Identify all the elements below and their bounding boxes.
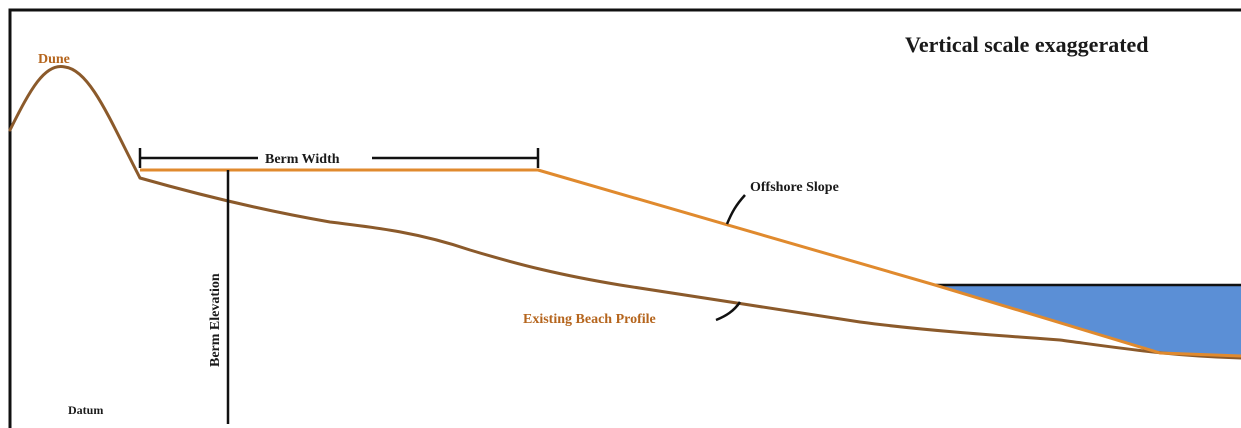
existing-beach-profile-line xyxy=(8,64,1241,360)
datum-label: Datum xyxy=(68,403,103,417)
berm-width-dimension xyxy=(138,148,540,168)
diagram-title: Vertical scale exaggerated xyxy=(905,32,1149,57)
water-body xyxy=(935,285,1241,356)
berm-elevation-label: Berm Elevation xyxy=(208,273,223,367)
offshore-slope-label: Offshore Slope xyxy=(750,180,839,195)
existing-beach-profile-label: Existing Beach Profile xyxy=(523,312,656,327)
berm-width-label: Berm Width xyxy=(265,152,340,167)
offshore-slope-leader xyxy=(725,194,746,225)
offshore-slope-line xyxy=(140,168,1241,358)
existing-profile-leader xyxy=(715,301,742,322)
dune-label: Dune xyxy=(38,52,70,67)
diagram-frame xyxy=(8,8,1241,428)
